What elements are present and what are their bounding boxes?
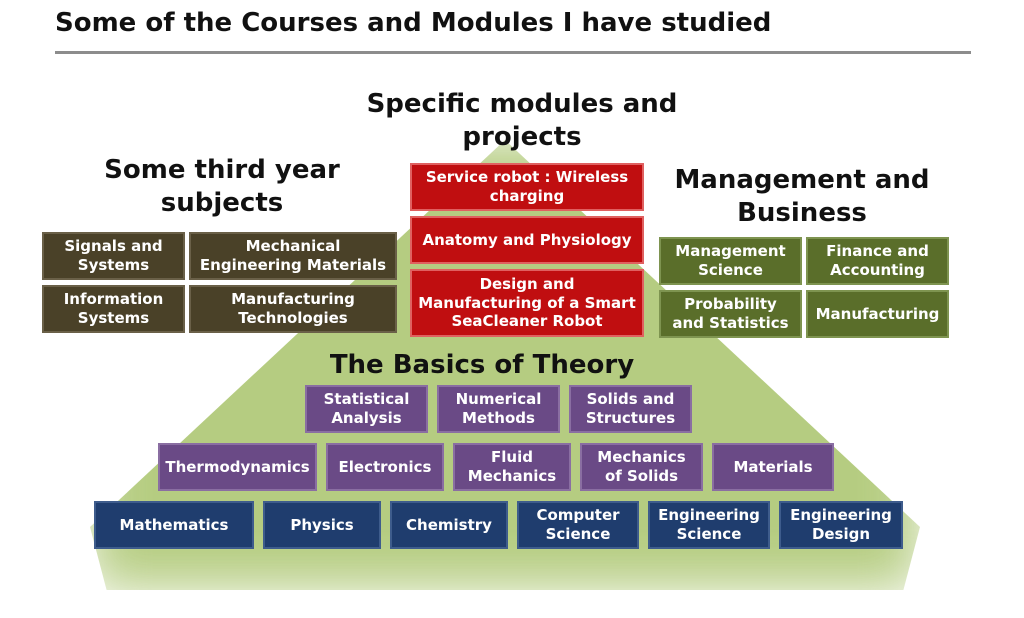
basics-item: Physics	[263, 501, 381, 549]
third-year-item: Manufacturing Technologies	[189, 285, 397, 333]
title-underline	[55, 51, 971, 54]
basics-item: Engineering Design	[779, 501, 903, 549]
basics-item: Thermodynamics	[158, 443, 317, 491]
basics-item: Computer Science	[517, 501, 639, 549]
basics-item: Solids and Structures	[569, 385, 692, 433]
basics-item: Electronics	[326, 443, 444, 491]
management-item: Manufacturing	[806, 290, 949, 338]
specific-module-item: Anatomy and Physiology	[410, 216, 644, 264]
heading-specific-modules: Specific modules and projects	[366, 89, 678, 152]
third-year-item: Information Systems	[42, 285, 185, 333]
basics-item: Mathematics	[94, 501, 254, 549]
management-item: Probability and Statistics	[659, 290, 802, 338]
heading-basics: The Basics of Theory	[329, 350, 635, 380]
basics-item: Mechanics of Solids	[580, 443, 703, 491]
basics-item: Engineering Science	[648, 501, 770, 549]
basics-item: Chemistry	[390, 501, 508, 549]
management-item: Management Science	[659, 237, 802, 285]
basics-item: Numerical Methods	[437, 385, 560, 433]
specific-module-item: Service robot : Wireless charging	[410, 163, 644, 211]
page-title: Some of the Courses and Modules I have s…	[55, 8, 772, 38]
specific-module-item: Design and Manufacturing of a Smart SeaC…	[410, 269, 644, 337]
management-item: Finance and Accounting	[806, 237, 949, 285]
basics-item: Fluid Mechanics	[453, 443, 571, 491]
basics-item: Materials	[712, 443, 834, 491]
heading-third-year: Some third year subjects	[104, 155, 340, 218]
basics-item: Statistical Analysis	[305, 385, 428, 433]
third-year-item: Mechanical Engineering Materials	[189, 232, 397, 280]
heading-management: Management and Business	[674, 165, 930, 228]
third-year-item: Signals and Systems	[42, 232, 185, 280]
